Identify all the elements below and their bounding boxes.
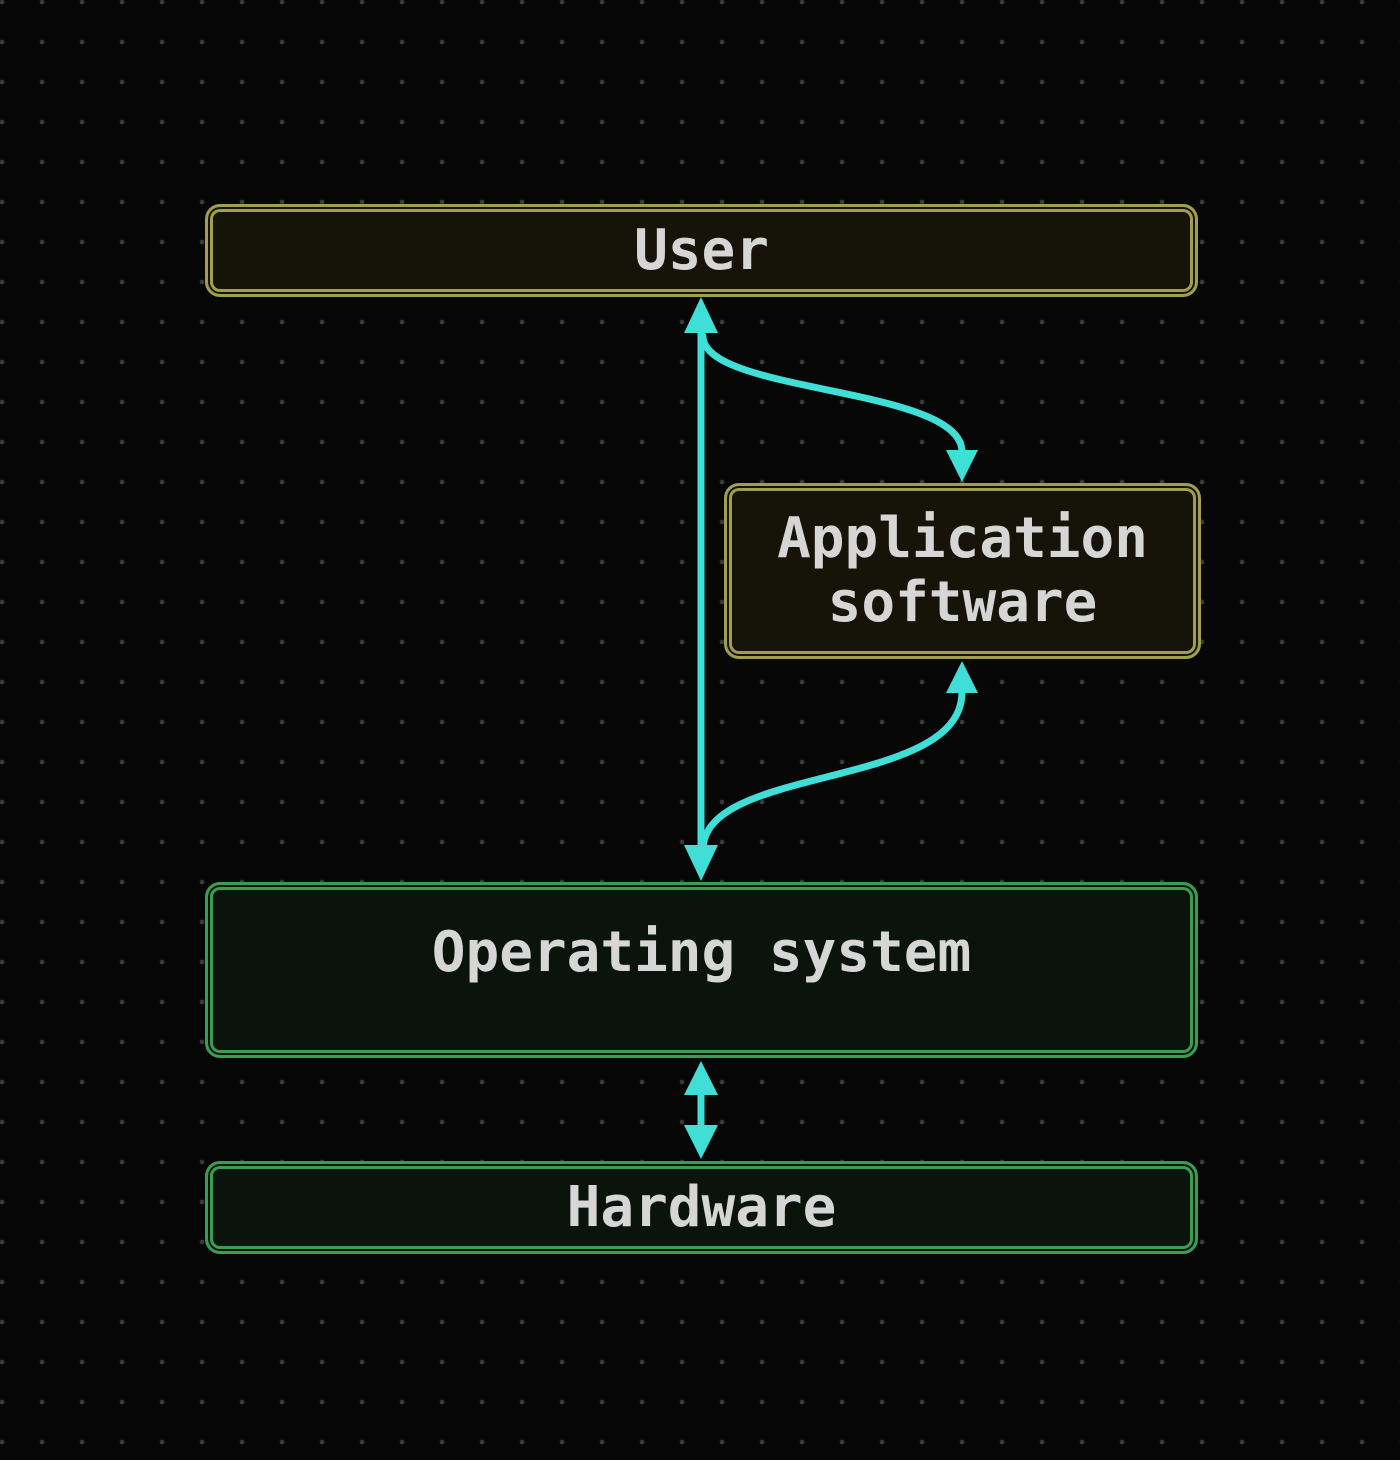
arrow-user-os[interactable] <box>684 297 718 881</box>
node-operating-system-label: Operating system <box>431 920 972 985</box>
arrowhead-up <box>946 661 978 693</box>
arrowhead-up <box>684 297 718 333</box>
node-application-software[interactable]: Application software <box>724 483 1201 659</box>
node-user[interactable]: User <box>205 204 1198 297</box>
arrow-os-hardware[interactable] <box>684 1061 718 1159</box>
node-hardware-label: Hardware <box>566 1174 837 1240</box>
arrow-os-application-shaft[interactable] <box>699 688 966 854</box>
arrow-user-application[interactable] <box>699 332 978 482</box>
arrow-user-application-shaft[interactable] <box>699 332 966 456</box>
arrowhead-down <box>946 450 978 482</box>
node-operating-system[interactable]: Operating system <box>205 882 1198 1058</box>
arrowhead-down <box>684 845 718 881</box>
arrowhead-up <box>684 1061 718 1095</box>
arrowhead-down <box>684 1125 718 1159</box>
arrow-os-application[interactable] <box>699 661 978 854</box>
node-application-software-label: Application software <box>777 506 1148 635</box>
node-hardware[interactable]: Hardware <box>205 1161 1198 1254</box>
node-user-label: User <box>634 217 769 283</box>
